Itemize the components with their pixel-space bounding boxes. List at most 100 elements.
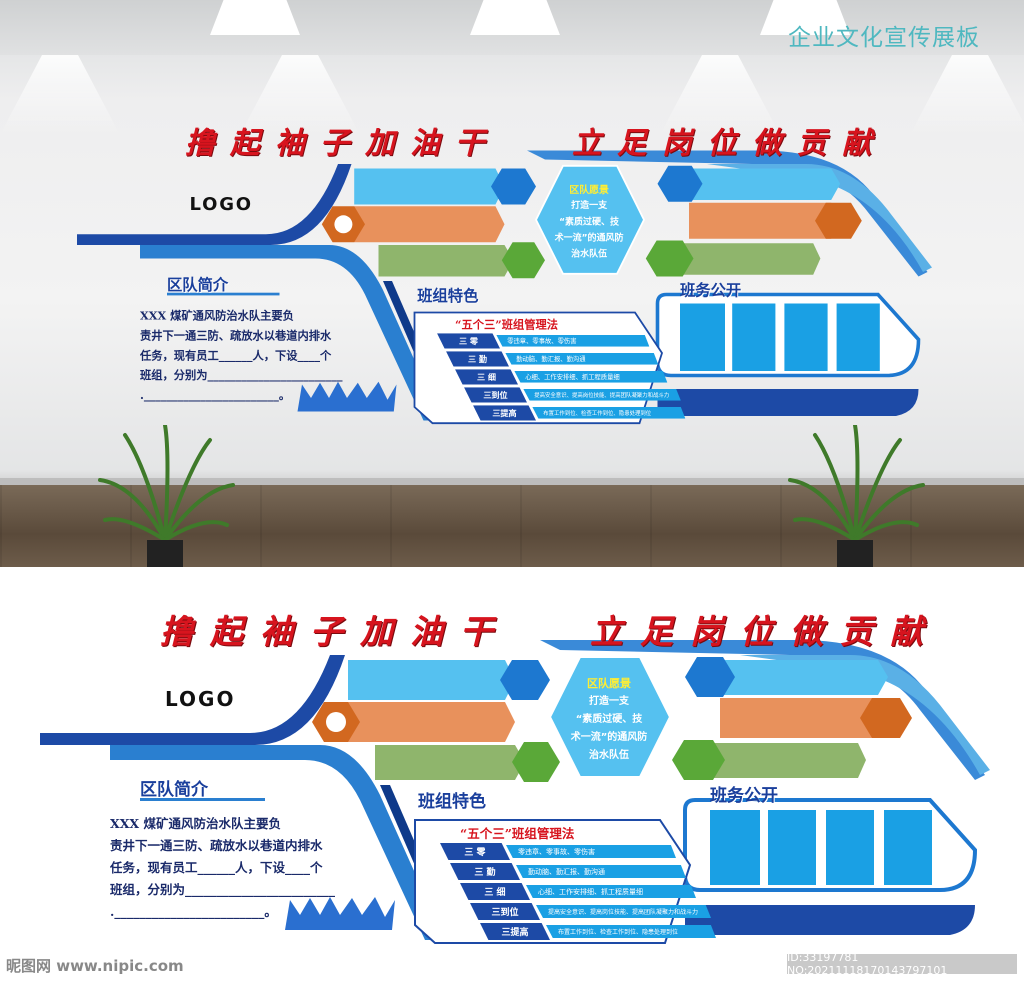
- site-watermark: 昵图网 www.nipic.com: [6, 957, 184, 975]
- ceiling-lamp: [760, 0, 850, 35]
- intro-line: .________________________。: [110, 904, 277, 919]
- row-value: 心细、工作安排细、抓工程质量细: [526, 885, 696, 898]
- intro-line: XXX 煤矿通风防治水队主要负: [110, 816, 281, 831]
- vision-line: 打造一支: [571, 200, 608, 211]
- row-key: 三 勤: [450, 863, 520, 880]
- affairs-slot: [680, 303, 725, 371]
- left-diagonal-band: [110, 745, 445, 940]
- vision-text: 区队愿景 打造一支 “素质过硬、技 术一流”的通风防 治水队伍: [536, 182, 642, 263]
- row-value: 心细、工作安排细、抓工程质量细: [514, 371, 668, 383]
- intro-line: 班组，分别为________________________: [110, 882, 336, 897]
- row-value: 零违章、零事故、零伤害: [496, 335, 650, 347]
- vision-heading: 区队愿景: [569, 183, 609, 196]
- intro-heading: 区队简介: [167, 276, 229, 295]
- ceiling-lamp: [470, 0, 560, 35]
- row-value: 布置工作到位、检查工作到位、隐患处理到位: [532, 407, 686, 419]
- affairs-slot: [826, 810, 874, 885]
- vision-line: “素质过硬、技: [575, 714, 643, 725]
- left-swoosh: [40, 655, 345, 745]
- row-value: 提高安全意识、提高岗位技能、提高团队凝聚力和战斗力: [536, 905, 711, 918]
- table-row: 三 零零违章、零事故、零伤害: [437, 333, 650, 349]
- row-key: 三到位: [464, 387, 527, 403]
- team-feature-heading: 班组特色: [418, 792, 486, 812]
- ceiling-lamp: [210, 0, 300, 35]
- intro-line: 责井下一通三防、疏放水以巷道内排水: [110, 838, 323, 853]
- vision-line: “素质过硬、技: [559, 217, 620, 227]
- table-title: “五个三”班组管理法: [455, 317, 558, 332]
- intro-line: 任务，现有员工______人，下设____个: [110, 860, 323, 875]
- intro-line: 责井下一通三防、疏放水以巷道内排水: [140, 328, 332, 343]
- row-key: 三 零: [437, 333, 500, 349]
- potted-plant-right: [788, 425, 925, 567]
- skirting: [0, 478, 1024, 486]
- logo-placeholder: LOGO: [165, 687, 236, 711]
- table-row: 三 勤勤动脑、勤汇报、勤沟通: [450, 863, 686, 880]
- row-value: 勤动脑、勤汇报、勤沟通: [516, 865, 686, 878]
- table-row: 三到位提高安全意识、提高岗位技能、提高团队凝聚力和战斗力: [470, 903, 711, 920]
- table-title: “五个三”班组管理法: [460, 826, 575, 841]
- crowd-silhouette: [297, 381, 397, 412]
- row-key: 三提高: [480, 923, 550, 940]
- affairs-heading: 班务公开: [710, 786, 778, 806]
- vision-line: 打造一支: [589, 696, 629, 707]
- slogan-left: 撸起袖子加油干: [160, 612, 510, 651]
- vision-line: 术一流”的通风防: [570, 732, 648, 743]
- vision-heading: 区队愿景: [587, 677, 631, 690]
- potted-plant-left: [98, 425, 235, 567]
- slogan-right: 立足岗位做贡献: [590, 612, 940, 651]
- intro-line: 班组，分别为________________________: [140, 368, 343, 382]
- bottom-band: [657, 389, 919, 416]
- intro-line: 任务，现有员工______人，下设____个: [140, 348, 332, 363]
- intro-line: XXX 煤矿通风防治水队主要负: [140, 308, 294, 323]
- wall-board-mockup: 撸起袖子加油干 立足岗位做贡献 LOGO 区队简介 XXX 煤矿通风防治水队主要…: [41, 110, 963, 434]
- row-key: 三 细: [460, 883, 530, 900]
- showroom-scene: 企业文化宣传展板 撸起袖子加油干 立足岗位做贡献 LOGO 区队简介 XXX 煤…: [0, 0, 1024, 567]
- vision-hexagon: [548, 656, 672, 778]
- table-row: 三 勤勤动脑、勤汇报、勤沟通: [446, 351, 659, 367]
- team-feature-heading: 班组特色: [417, 287, 479, 306]
- intro-text: XXX 煤矿通风防治水队主要负 责井下一通三防、疏放水以巷道内排水 任务，现有员…: [110, 813, 360, 923]
- slogan-left: 撸起袖子加油干: [185, 125, 500, 161]
- table-row: 三 细心细、工作安排细、抓工程质量细: [460, 883, 696, 900]
- row-value: 零违章、零事故、零伤害: [506, 845, 676, 858]
- vision-line: 治水队伍: [571, 249, 608, 260]
- affairs-slot: [784, 303, 828, 371]
- row-value: 布置工作到位、检查工作到位、隐患处理到位: [546, 925, 716, 938]
- vision-hexagon: [534, 164, 646, 275]
- table-row: 三提高布置工作到位、检查工作到位、隐患处理到位: [480, 923, 716, 940]
- bottom-band: [685, 905, 975, 935]
- affairs-slot: [710, 810, 760, 885]
- row-key: 三到位: [470, 903, 540, 920]
- crowd-silhouette: [285, 897, 395, 930]
- intro-line: .________________________。: [140, 388, 291, 402]
- left-swoosh: [77, 164, 352, 245]
- row-value: 勤动脑、勤汇报、勤沟通: [505, 353, 659, 365]
- row-key: 三 细: [455, 369, 518, 385]
- intro-text: XXX 煤矿通风防治水队主要负 责井下一通三防、疏放水以巷道内排水 任务，现有员…: [140, 306, 365, 405]
- image-id-label: ID:33197781 NO:20211118170143797101: [787, 951, 1017, 977]
- affairs-slot: [884, 810, 932, 885]
- row-value: 提高安全意识、提高岗位技能、提高团队凝聚力和战斗力: [523, 389, 681, 401]
- vision-line: 术一流”的通风防: [554, 233, 624, 244]
- affairs-slot: [836, 303, 880, 371]
- table-row: 三提高布置工作到位、检查工作到位、隐患处理到位: [473, 405, 686, 421]
- table-row: 三 零零违章、零事故、零伤害: [440, 843, 676, 860]
- watermark-title: 企业文化宣传展板: [788, 25, 980, 51]
- row-key: 三 零: [440, 843, 510, 860]
- intro-heading: 区队简介: [140, 780, 208, 800]
- table-row: 三 细心细、工作安排细、抓工程质量细: [455, 369, 668, 385]
- affairs-slot: [768, 810, 816, 885]
- left-diagonal-band: [140, 245, 442, 421]
- fist-icon: [334, 215, 353, 234]
- logo-placeholder: LOGO: [189, 192, 253, 215]
- vision-text: 区队愿景 打造一支 “素质过硬、技 术一流”的通风防 治水队伍: [550, 675, 668, 765]
- wall-board-flat: 撸起袖子加油干 立足岗位做贡献 LOGO 区队简介 XXX 煤矿通风防治水队主要…: [0, 595, 1024, 955]
- row-key: 三 勤: [446, 351, 509, 367]
- row-key: 三提高: [473, 405, 536, 421]
- table-row: 三到位提高安全意识、提高岗位技能、提高团队凝聚力和战斗力: [464, 387, 681, 403]
- affairs-slot: [732, 303, 776, 371]
- slogan-right: 立足岗位做贡献: [572, 125, 887, 161]
- vision-line: 治水队伍: [589, 750, 629, 761]
- affairs-heading: 班务公开: [680, 281, 742, 300]
- fist-icon: [326, 712, 346, 732]
